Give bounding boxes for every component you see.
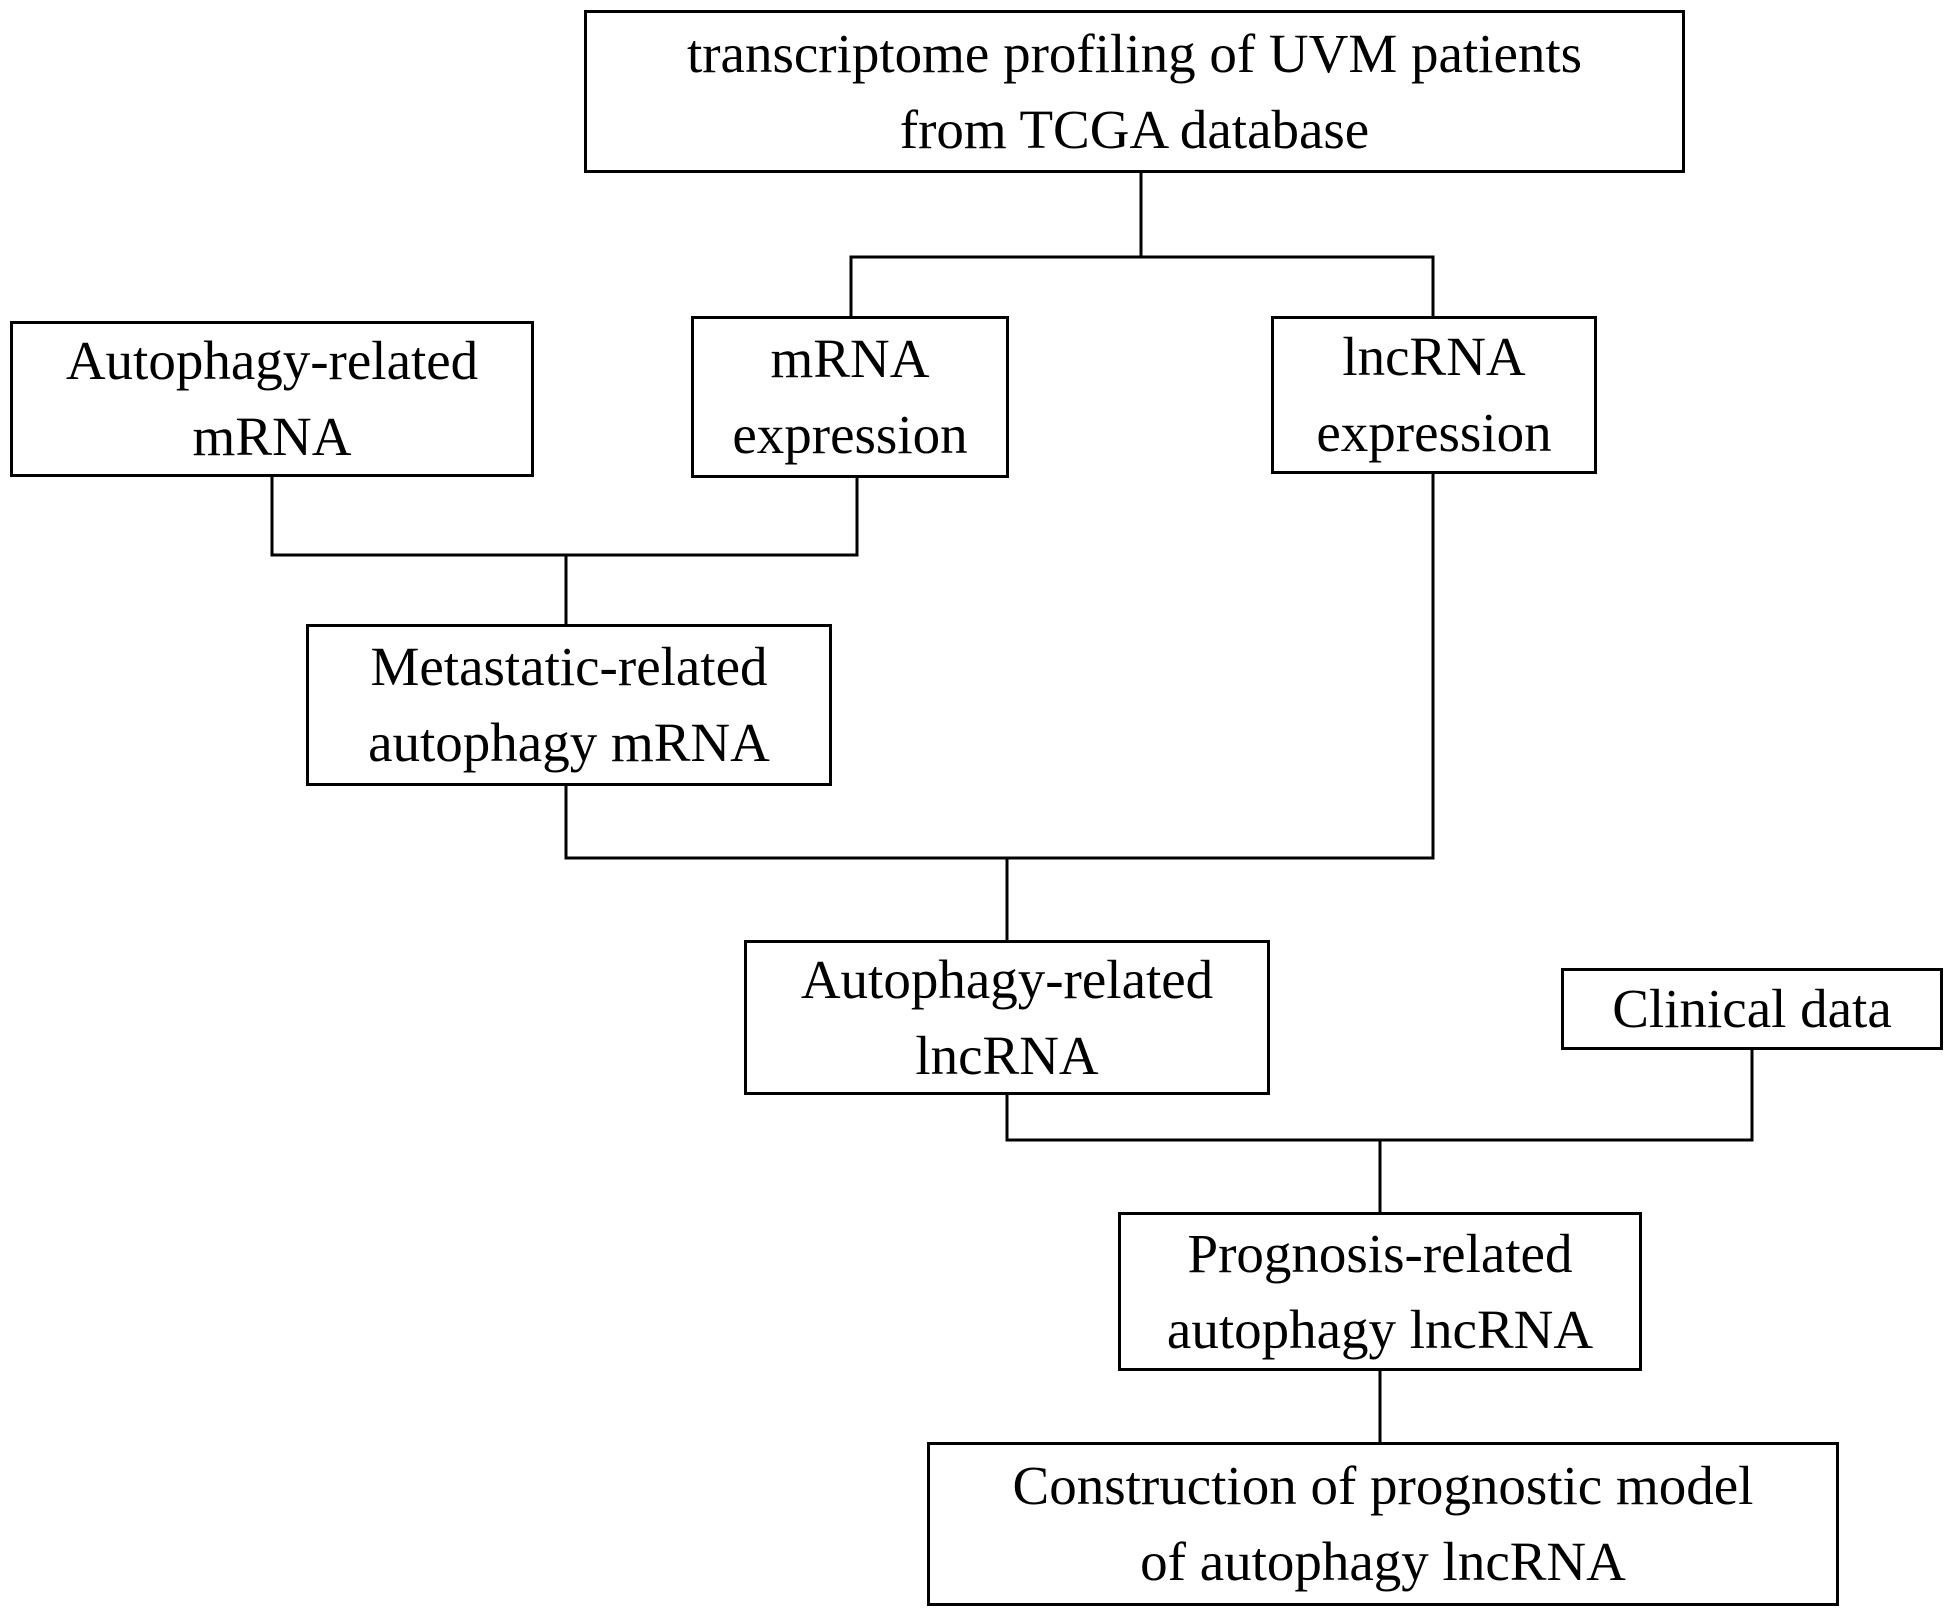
- node-construction-of-prognostic-model: Construction of prognostic model of auto…: [927, 1442, 1839, 1606]
- node-text-line: Autophagy-related: [65, 330, 479, 391]
- node-text-line: Metastatic-related: [370, 636, 768, 697]
- node-text-line: Construction of prognostic model: [1012, 1455, 1754, 1516]
- node-text-line: Autophagy-related: [800, 948, 1214, 1010]
- node-mrna-expression: mRNA expression: [691, 316, 1009, 478]
- node-text-line: expression: [732, 404, 968, 465]
- node-lncrna-expression: lncRNA expression: [1271, 316, 1597, 474]
- node-clinical-data: Clinical data: [1561, 968, 1943, 1050]
- node-autophagy-related-mrna: Autophagy-related mRNA: [10, 321, 534, 477]
- node-text-line: lncRNA: [915, 1024, 1099, 1086]
- node-text-line: of autophagy lncRNA: [1140, 1531, 1626, 1592]
- node-text-line: mRNA: [192, 406, 352, 467]
- node-autophagy-related-lncrna: Autophagy-related lncRNA: [744, 940, 1270, 1095]
- node-text-line: expression: [1316, 402, 1552, 463]
- node-text-line: transcriptome profiling of UVM patients: [686, 22, 1583, 84]
- node-text-line: mRNA: [770, 328, 930, 389]
- node-transcriptome-profiling: transcriptome profiling of UVM patients …: [584, 10, 1685, 173]
- node-text-line: from TCGA database: [899, 98, 1370, 160]
- node-text-line: autophagy lncRNA: [1166, 1298, 1594, 1360]
- node-metastatic-related-autophagy-mrna: Metastatic-related autophagy mRNA: [306, 624, 832, 786]
- node-text-line: autophagy mRNA: [368, 712, 770, 773]
- node-text-line: Clinical data: [1612, 978, 1892, 1039]
- node-text-line: Prognosis-related: [1187, 1222, 1573, 1284]
- node-prognosis-related-autophagy-lncrna: Prognosis-related autophagy lncRNA: [1118, 1212, 1642, 1371]
- node-text-line: lncRNA: [1342, 326, 1526, 387]
